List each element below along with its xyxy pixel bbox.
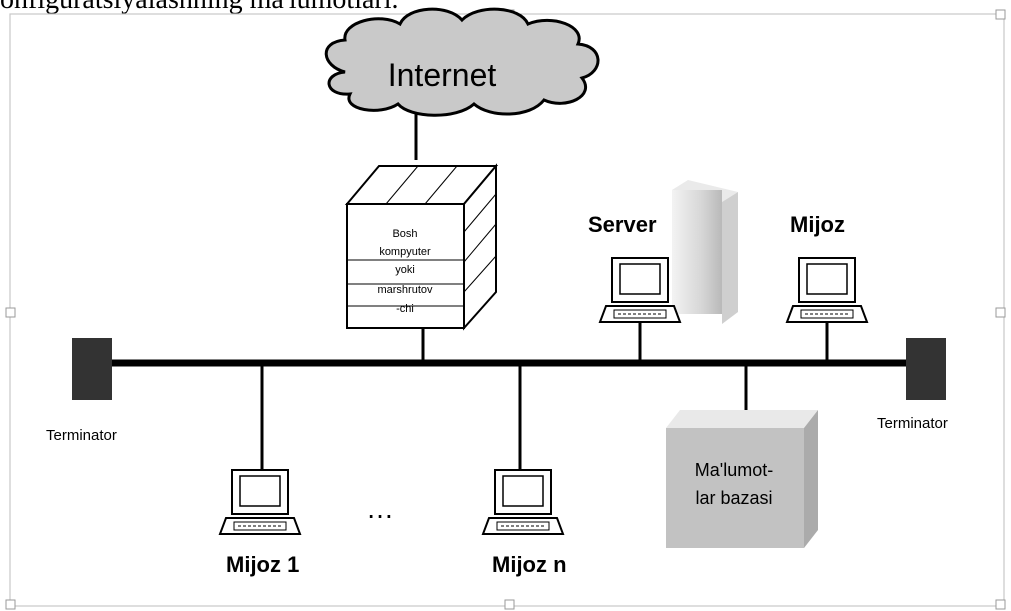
terminator-right-label: Terminator (877, 415, 948, 432)
server-label: Server (588, 212, 657, 237)
page-caption: onfiguratsiyalashning ma'lumotlari. (0, 0, 399, 16)
router-label-line: marshrutov (377, 284, 433, 296)
router-label: Bosh kompyuter yoki marshrutov -chi (377, 228, 433, 315)
laptop-icon (599, 257, 681, 323)
client-n-label: Mijoz n (492, 552, 567, 577)
ellipsis-label: … (366, 493, 394, 524)
database-box (666, 410, 818, 548)
client-top-label: Mijoz (790, 212, 845, 237)
router-box (344, 163, 499, 331)
internet-cloud-icon (324, 7, 600, 117)
terminator-left-label: Terminator (46, 427, 117, 444)
terminator-right-icon (906, 338, 946, 400)
router-label-line: -chi (396, 303, 414, 315)
internet-label: Internet (388, 57, 497, 93)
laptop-icon (786, 257, 868, 323)
client-1-label: Mijoz 1 (226, 552, 299, 577)
laptop-icon (482, 469, 564, 535)
database-label-line: Ma'lumot- (695, 460, 773, 480)
router-label-line: yoki (395, 264, 415, 276)
laptop-icon (219, 469, 301, 535)
database-label-line: lar bazasi (695, 488, 772, 508)
server-tower-icon (672, 180, 738, 324)
router-label-line: Bosh (392, 228, 417, 240)
terminator-left-icon (72, 338, 112, 400)
router-label-line: kompyuter (379, 246, 431, 258)
